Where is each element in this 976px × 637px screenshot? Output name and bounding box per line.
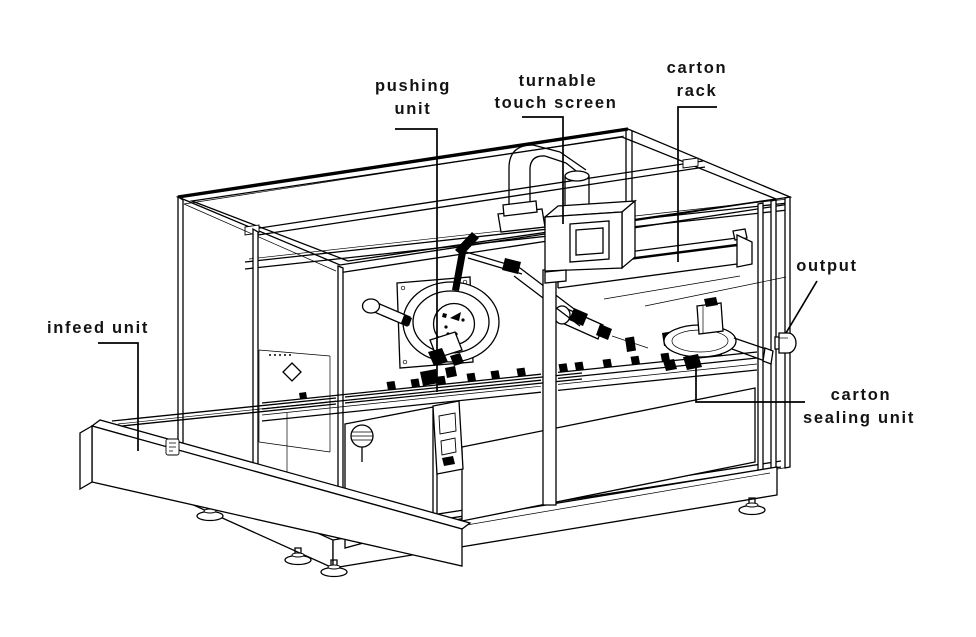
label-touch-screen-1: turnable [519,72,598,90]
diamond-marking [282,362,302,382]
screen [575,227,604,256]
left-side-panel [258,349,331,453]
leader-carton-sealing [695,366,805,403]
label-output: output [796,257,858,275]
label-pushing-unit-2: unit [394,100,431,118]
label-carton-rack-2: rack [677,82,718,100]
leader-touch-screen [522,116,564,224]
label-carton-sealing-2: sealing unit [803,409,915,427]
infeed-unit-drawing [79,372,583,567]
output-drawing [774,332,797,354]
leader-output [785,280,818,334]
label-carton-sealing-1: carton [831,386,892,404]
pushing-unit-drawing [361,232,588,369]
leader-lines [98,106,818,451]
arm-pipe [508,168,531,205]
label-carton-rack-1: carton [667,59,728,77]
leader-infeed-unit [98,342,139,451]
back-wall-edge [644,276,787,307]
touch-screen-drawing [497,144,637,506]
machine-foot [196,497,766,578]
label-infeed-unit: infeed unit [47,319,149,337]
label-touch-screen-2: touch screen [494,94,617,112]
part-labels: pushing unit turnable touch screen carto… [47,59,915,427]
chute-bracket [432,400,464,475]
screen-bezel [569,220,610,263]
label-pushing-unit-1: pushing [375,77,451,95]
machine-frame [175,127,793,544]
leader-pushing-unit [395,128,438,392]
leader-carton-rack [677,106,717,262]
vent-knob [350,424,374,462]
frame-tab-right [682,157,699,169]
conveyor-lugs [299,331,722,399]
